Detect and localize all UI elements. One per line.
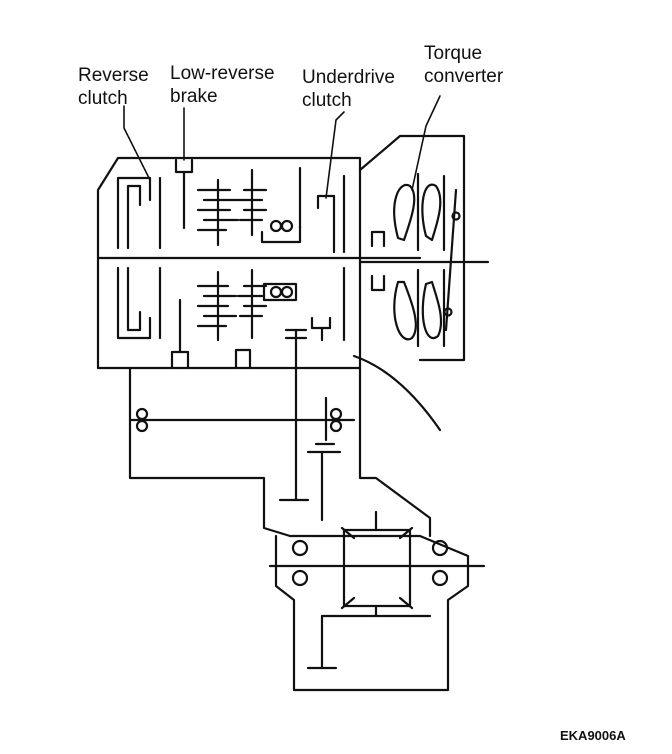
label-torque-converter: Torque converter bbox=[424, 43, 504, 87]
torque-converter-housing bbox=[358, 134, 466, 362]
figure-code: EKA9006A bbox=[560, 728, 626, 743]
differential-case bbox=[342, 528, 412, 608]
planetary-gears-lower bbox=[196, 268, 268, 370]
center-bearings bbox=[260, 219, 302, 302]
label-underdrive-clutch: Underdrive clutch bbox=[302, 67, 395, 111]
underdrive-clutch-lower bbox=[284, 266, 346, 342]
label-low-reverse-brake: Low-reverse brake bbox=[170, 63, 275, 107]
torque-converter-housing-lower bbox=[352, 354, 442, 432]
leader-torque-converter bbox=[411, 95, 441, 191]
leader-underdrive-clutch bbox=[325, 111, 345, 199]
converter-turbine-upper bbox=[370, 172, 446, 252]
converter-turbine-lower bbox=[370, 268, 446, 348]
transfer-housing-right bbox=[358, 366, 432, 538]
underdrive-clutch-upper bbox=[298, 166, 346, 254]
planetary-gears-upper bbox=[196, 168, 268, 247]
leader-reverse-clutch bbox=[123, 105, 151, 181]
reverse-clutch-upper bbox=[116, 176, 162, 250]
transfer-housing bbox=[128, 366, 470, 692]
reverse-clutch-lower bbox=[116, 266, 162, 340]
transmission-housing bbox=[96, 156, 362, 370]
low-reverse-brake bbox=[170, 158, 194, 370]
label-reverse-clutch: Reverse clutch bbox=[78, 65, 149, 109]
